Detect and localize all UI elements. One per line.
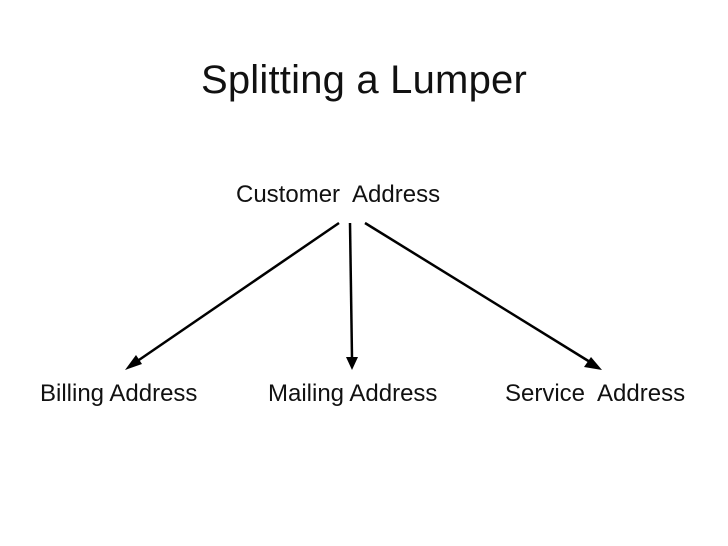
node-mailing-address: Mailing Address xyxy=(268,380,438,407)
slide-title: Splitting a Lumper xyxy=(200,58,527,102)
arrow-to-service-address xyxy=(364,221,602,370)
arrow-to-billing-address xyxy=(125,221,340,370)
node-service-address: Service Address xyxy=(505,380,686,407)
node-billing-address: Billing Address xyxy=(40,380,198,407)
arrow-to-mailing-address xyxy=(346,222,358,370)
node-customer-address: Customer Address xyxy=(236,181,441,208)
